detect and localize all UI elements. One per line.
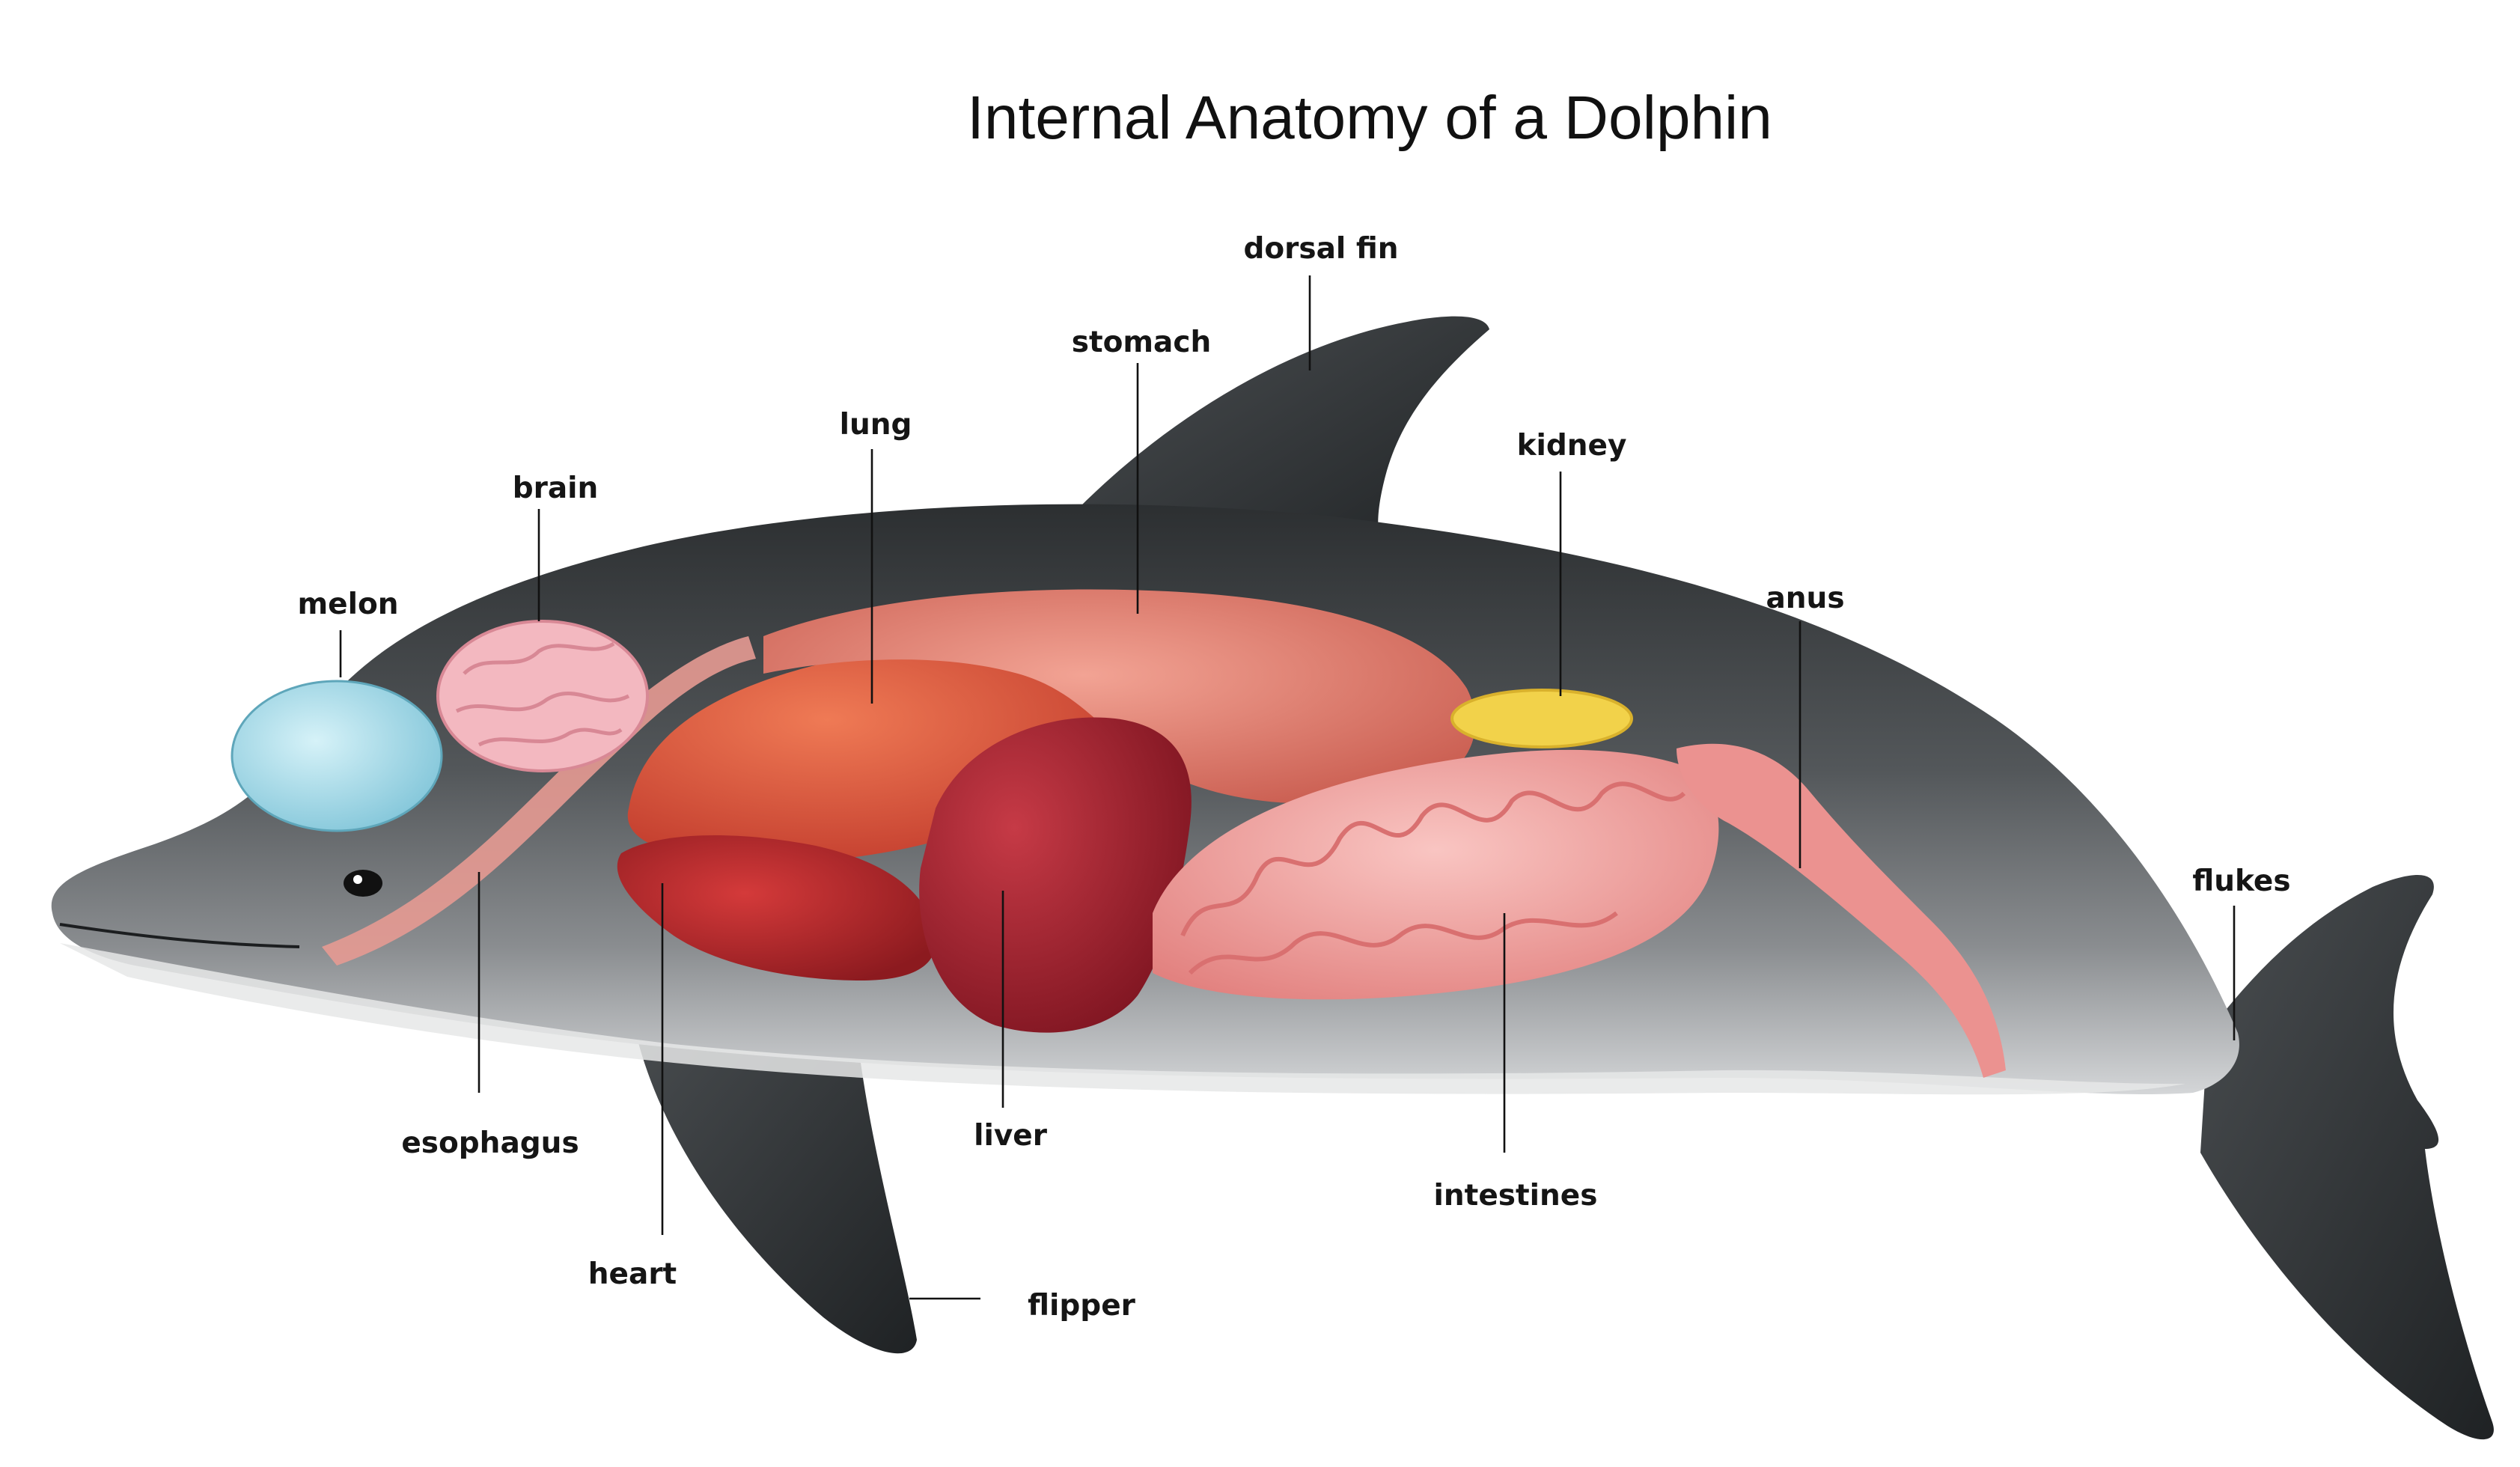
kidney-organ [1450,689,1633,748]
page-title: Internal Anatomy of a Dolphin [967,84,1772,152]
label-dorsal-fin: dorsal fin [1243,232,1398,266]
label-intestines: intestines [1434,1179,1598,1213]
esophagus-organ [322,636,756,966]
dorsal-fin-shape [1078,316,1489,569]
label-stomach: stomach [1072,326,1212,359]
label-lung: lung [840,408,912,442]
label-heart: heart [588,1257,677,1291]
stomach-organ [763,589,1476,804]
brain-organ [436,620,649,772]
label-flipper: flipper [1028,1289,1136,1323]
liver-organ [919,717,1192,1033]
label-kidney: kidney [1517,429,1627,463]
flukes-shape [2200,874,2494,1440]
melon-organ [231,680,443,832]
mouth-line [59,923,300,948]
anus-tract [1677,743,2006,1078]
heart-organ [617,835,936,980]
flipper-shape [629,995,917,1354]
label-brain: brain [513,472,599,505]
intestines-organ [1153,749,1719,1000]
label-melon: melon [297,588,398,621]
belly-highlight [60,943,2185,1095]
label-anus: anus [1766,582,1844,615]
label-liver: liver [974,1119,1048,1153]
eye-icon [344,870,382,897]
label-esophagus: esophagus [401,1126,579,1160]
label-flukes: flukes [2192,864,2290,898]
